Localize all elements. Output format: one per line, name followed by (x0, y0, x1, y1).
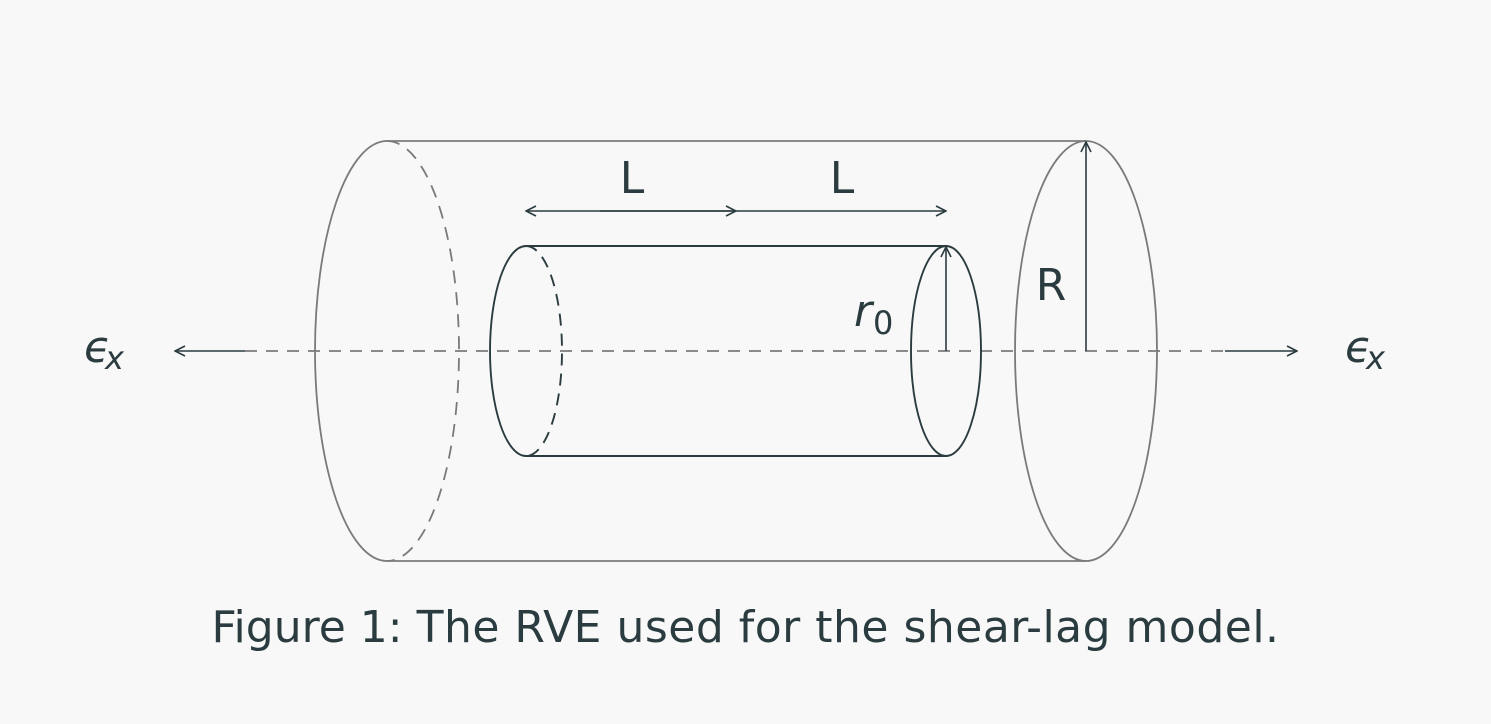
caption-text: The RVE used for the shear-lag model. (416, 602, 1280, 653)
inner-radius-subscript: 0 (873, 304, 893, 342)
inner-cylinder (489, 245, 982, 457)
strain-subscript-left: x (104, 339, 125, 377)
strain-subscript-right: x (1365, 339, 1386, 377)
inner-radius-label: r 0 (854, 286, 893, 342)
outer-left-front-arc (314, 140, 388, 562)
inner-left-back-arc (525, 245, 563, 457)
figure-caption: Figure 1: The RVE used for the shear-lag… (0, 598, 1491, 658)
strain-symbol-left: ϵ (84, 322, 111, 373)
caption-label: Figure 1: (211, 602, 403, 653)
strain-label-left: ϵ x (84, 322, 125, 377)
strain-symbol-right: ϵ (1345, 322, 1372, 373)
length-label-right: L (830, 153, 855, 204)
inner-radius-symbol: r (854, 286, 875, 337)
outer-radius-label: R (1036, 260, 1067, 311)
outer-left-back-arc (386, 140, 460, 562)
strain-label-right: ϵ x (1345, 322, 1386, 377)
inner-left-front-arc (489, 245, 527, 457)
length-label-left: L (620, 153, 645, 204)
